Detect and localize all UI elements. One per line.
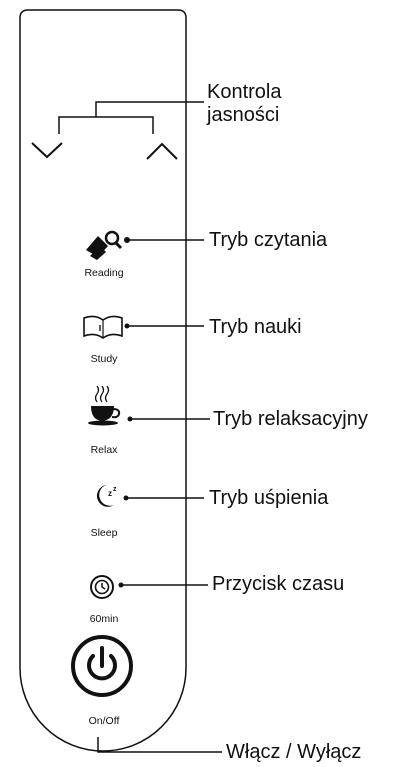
callout-brightness-line1: Kontrola [207,81,282,103]
button-label-study: Study [90,353,118,365]
callout-brightness-line2: jasności [207,104,280,126]
power-icon [87,646,117,681]
chevron-down-icon[interactable] [31,142,63,159]
coffee-cup-icon[interactable] [88,385,121,426]
button-label-sleep: Sleep [90,527,118,539]
leader-power [97,737,222,753]
svg-text:z: z [113,486,117,493]
timer-clock-icon[interactable] [90,575,114,599]
svg-text:z: z [108,489,112,498]
leader-timer [118,582,208,588]
callout-sleep: Tryb uśpienia [209,487,329,509]
button-label-relax: Relax [90,444,118,456]
reading-glass-icon[interactable] [86,230,123,260]
power-button[interactable] [71,635,133,697]
button-label-power: On/Off [88,715,120,727]
callout-timer: Przycisk czasu [212,573,345,595]
callout-relax: Tryb relaksacyjny [213,408,368,430]
button-label-timer: 60min [89,613,119,625]
callout-reading: Tryb czytania [209,229,328,251]
leader-reading [124,237,204,243]
brightness-bracket [58,101,204,134]
button-label-reading: Reading [84,267,124,279]
callout-study: Tryb nauki [209,316,302,338]
chevron-up-icon[interactable] [146,142,178,160]
callout-power: Włącz / Wyłącz [226,741,362,763]
panel-outline [19,9,187,752]
leader-relax [127,416,210,422]
moon-sleep-icon[interactable]: z z [96,485,117,507]
leader-sleep [123,495,204,501]
leader-study [124,323,204,329]
open-book-icon[interactable] [83,315,123,339]
